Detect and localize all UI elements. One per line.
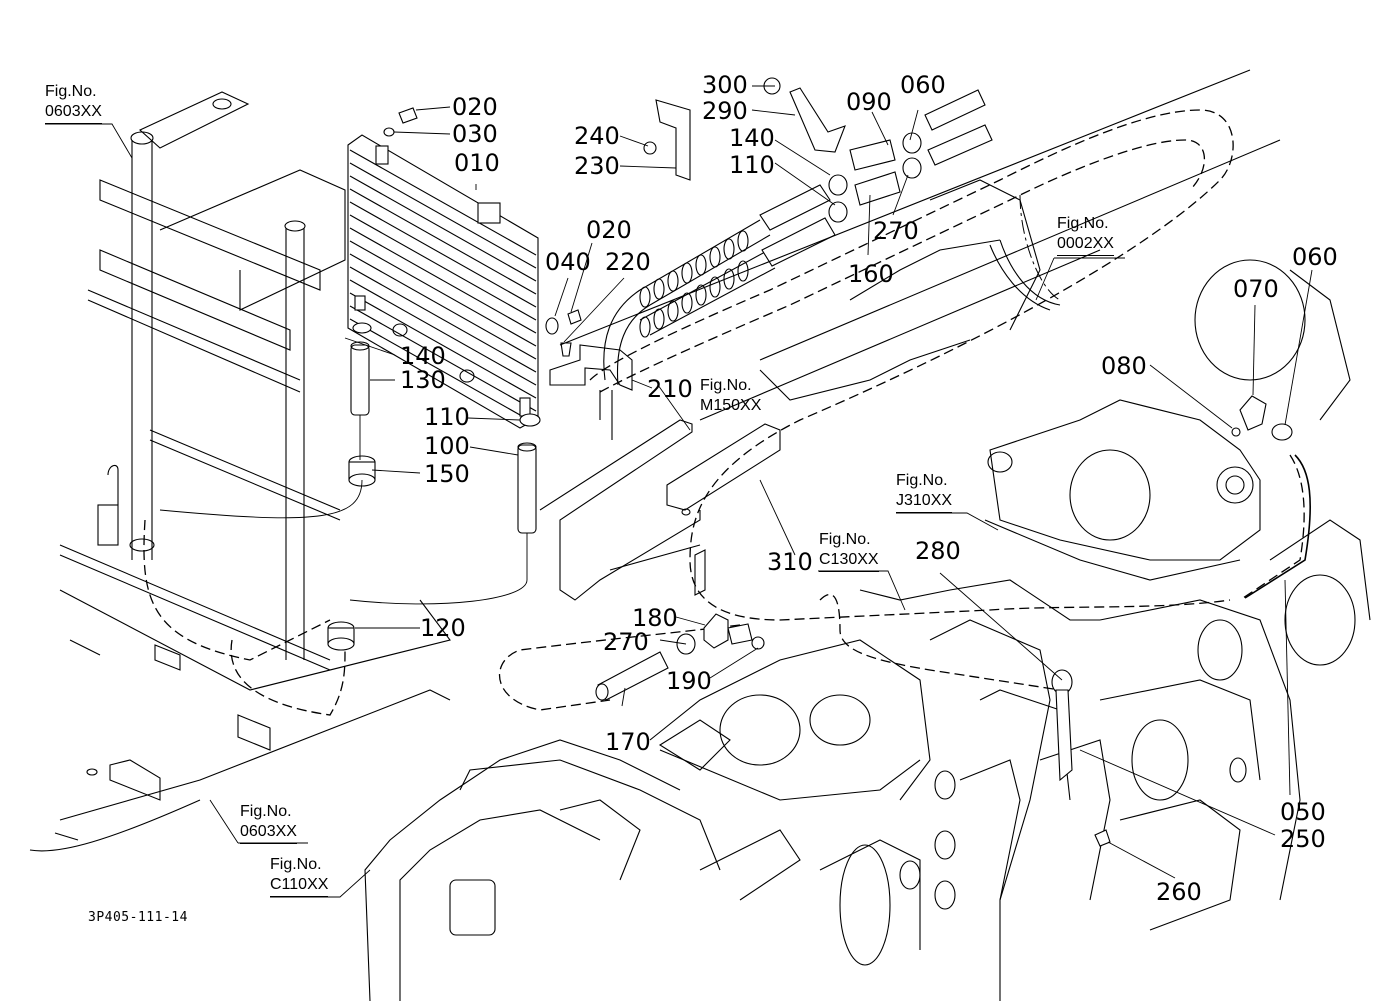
callout-110[interactable]: 110: [424, 403, 470, 431]
callout-030[interactable]: 030: [452, 120, 498, 148]
fasteners-cooler: [159, 107, 582, 651]
callout-020[interactable]: 020: [452, 93, 498, 121]
hose-coil-segment: [653, 308, 665, 330]
callout-210[interactable]: 210: [647, 375, 693, 403]
figure-reference-number: M150XX: [700, 397, 762, 414]
cooler-fin: [349, 279, 537, 386]
hose-coil-segment: [667, 270, 679, 292]
figure-reference-prefix: Fig.No.: [896, 472, 948, 489]
hose-coil-segment: [639, 286, 651, 308]
callout-140[interactable]: 140: [400, 342, 446, 370]
hose-coil-segment: [639, 316, 651, 338]
callout-090[interactable]: 090: [846, 88, 892, 116]
callout-150[interactable]: 150: [424, 460, 470, 488]
figure-reference-0603xx[interactable]: Fig.No. 0603XX: [240, 802, 297, 844]
leader-lines: [45, 85, 1313, 898]
hose-coil-segment: [723, 268, 735, 290]
figure-reference-c110xx[interactable]: Fig.No. C110XX: [270, 855, 329, 897]
figure-reference-prefix: Fig.No.: [240, 803, 292, 820]
figure-reference-0603xx[interactable]: Fig.No. 0603XX: [45, 82, 102, 124]
hose-coil-segment: [709, 246, 721, 268]
figure-reference-number: C130XX: [819, 550, 879, 572]
callout-130[interactable]: 130: [400, 366, 446, 394]
callout-020[interactable]: 020: [586, 216, 632, 244]
cooler-fin: [349, 253, 537, 360]
figure-reference-prefix: Fig.No.: [700, 377, 752, 394]
callout-110[interactable]: 110: [729, 151, 775, 179]
cooler-fin: [349, 175, 537, 282]
figure-reference-0002xx[interactable]: Fig.No. 0002XX: [1057, 214, 1114, 256]
callout-270[interactable]: 270: [603, 628, 649, 656]
cooler-fin: [349, 305, 537, 412]
fittings-lower: [595, 395, 1293, 847]
callout-240[interactable]: 240: [574, 122, 620, 150]
callout-270[interactable]: 270: [873, 217, 919, 245]
callout-070[interactable]: 070: [1233, 275, 1279, 303]
figure-reference-number: 0603XX: [240, 822, 297, 844]
callout-190[interactable]: 190: [666, 667, 712, 695]
figure-reference-number: J310XX: [896, 491, 953, 513]
figure-reference-number: 0603XX: [45, 102, 102, 124]
figure-reference-prefix: Fig.No.: [45, 83, 97, 100]
callout-260[interactable]: 260: [1156, 878, 1202, 906]
callout-120[interactable]: 120: [420, 614, 466, 642]
figure-reference-c130xx[interactable]: Fig.No. C130XX: [819, 530, 879, 572]
callout-250[interactable]: 250: [1280, 825, 1326, 853]
cooler-fin: [349, 149, 537, 256]
hose-coil-segment: [737, 260, 749, 282]
hoses-upper: [549, 77, 993, 440]
cooler-fin: [349, 188, 537, 295]
hose-coil-segment: [709, 276, 721, 298]
hose-routing-dashed: [498, 109, 1311, 711]
callout-160[interactable]: 160: [848, 260, 894, 288]
cooler-fin: [349, 240, 537, 347]
cooler-fin: [349, 266, 537, 373]
callout-300[interactable]: 300: [702, 71, 748, 99]
cooler-fin: [349, 201, 537, 308]
cooler-fin: [349, 214, 537, 321]
panel-310: [539, 419, 781, 601]
figure-reference-j310xx[interactable]: Fig.No. J310XX: [896, 471, 953, 513]
hose-coil-segment: [737, 230, 749, 252]
figure-reference-prefix: Fig.No.: [1057, 215, 1109, 232]
callout-310[interactable]: 310: [767, 548, 813, 576]
callout-050[interactable]: 050: [1280, 798, 1326, 826]
hose-coil-segment: [667, 300, 679, 322]
figure-reference-prefix: Fig.No.: [270, 856, 322, 873]
mounting-frame: [29, 91, 451, 852]
callout-180[interactable]: 180: [632, 604, 678, 632]
callout-220[interactable]: 220: [605, 248, 651, 276]
callout-100[interactable]: 100: [424, 432, 470, 460]
figure-reference-prefix: Fig.No.: [819, 531, 871, 548]
callout-080[interactable]: 080: [1101, 352, 1147, 380]
hose-coil-segment: [695, 284, 707, 306]
hose-coil-segment: [723, 238, 735, 260]
callout-230[interactable]: 230: [574, 152, 620, 180]
hose-coil-segment: [653, 278, 665, 300]
transmission-housing: [364, 69, 1371, 1001]
oil-cooler-010: [347, 134, 539, 429]
figure-reference-number: 0002XX: [1057, 234, 1114, 256]
cooler-fin: [349, 227, 537, 334]
cooler-fin: [349, 162, 537, 269]
hose-coil-segment: [681, 292, 693, 314]
figure-reference-number: C110XX: [270, 875, 329, 897]
callout-060[interactable]: 060: [1292, 243, 1338, 271]
figure-reference-m150xx[interactable]: Fig.No. M150XX: [700, 376, 761, 417]
callout-040[interactable]: 040: [545, 248, 591, 276]
drawing-code: 3P405-111-14: [88, 910, 188, 925]
callout-170[interactable]: 170: [605, 728, 651, 756]
hose-coil-segment: [695, 254, 707, 276]
callout-010[interactable]: 010: [454, 149, 500, 177]
callout-290[interactable]: 290: [702, 97, 748, 125]
callout-140[interactable]: 140: [729, 124, 775, 152]
cooler-fin: [349, 318, 537, 425]
cooler-fin: [349, 292, 537, 399]
callout-060[interactable]: 060: [900, 71, 946, 99]
callout-280[interactable]: 280: [915, 537, 961, 565]
hose-coil-segment: [681, 262, 693, 284]
